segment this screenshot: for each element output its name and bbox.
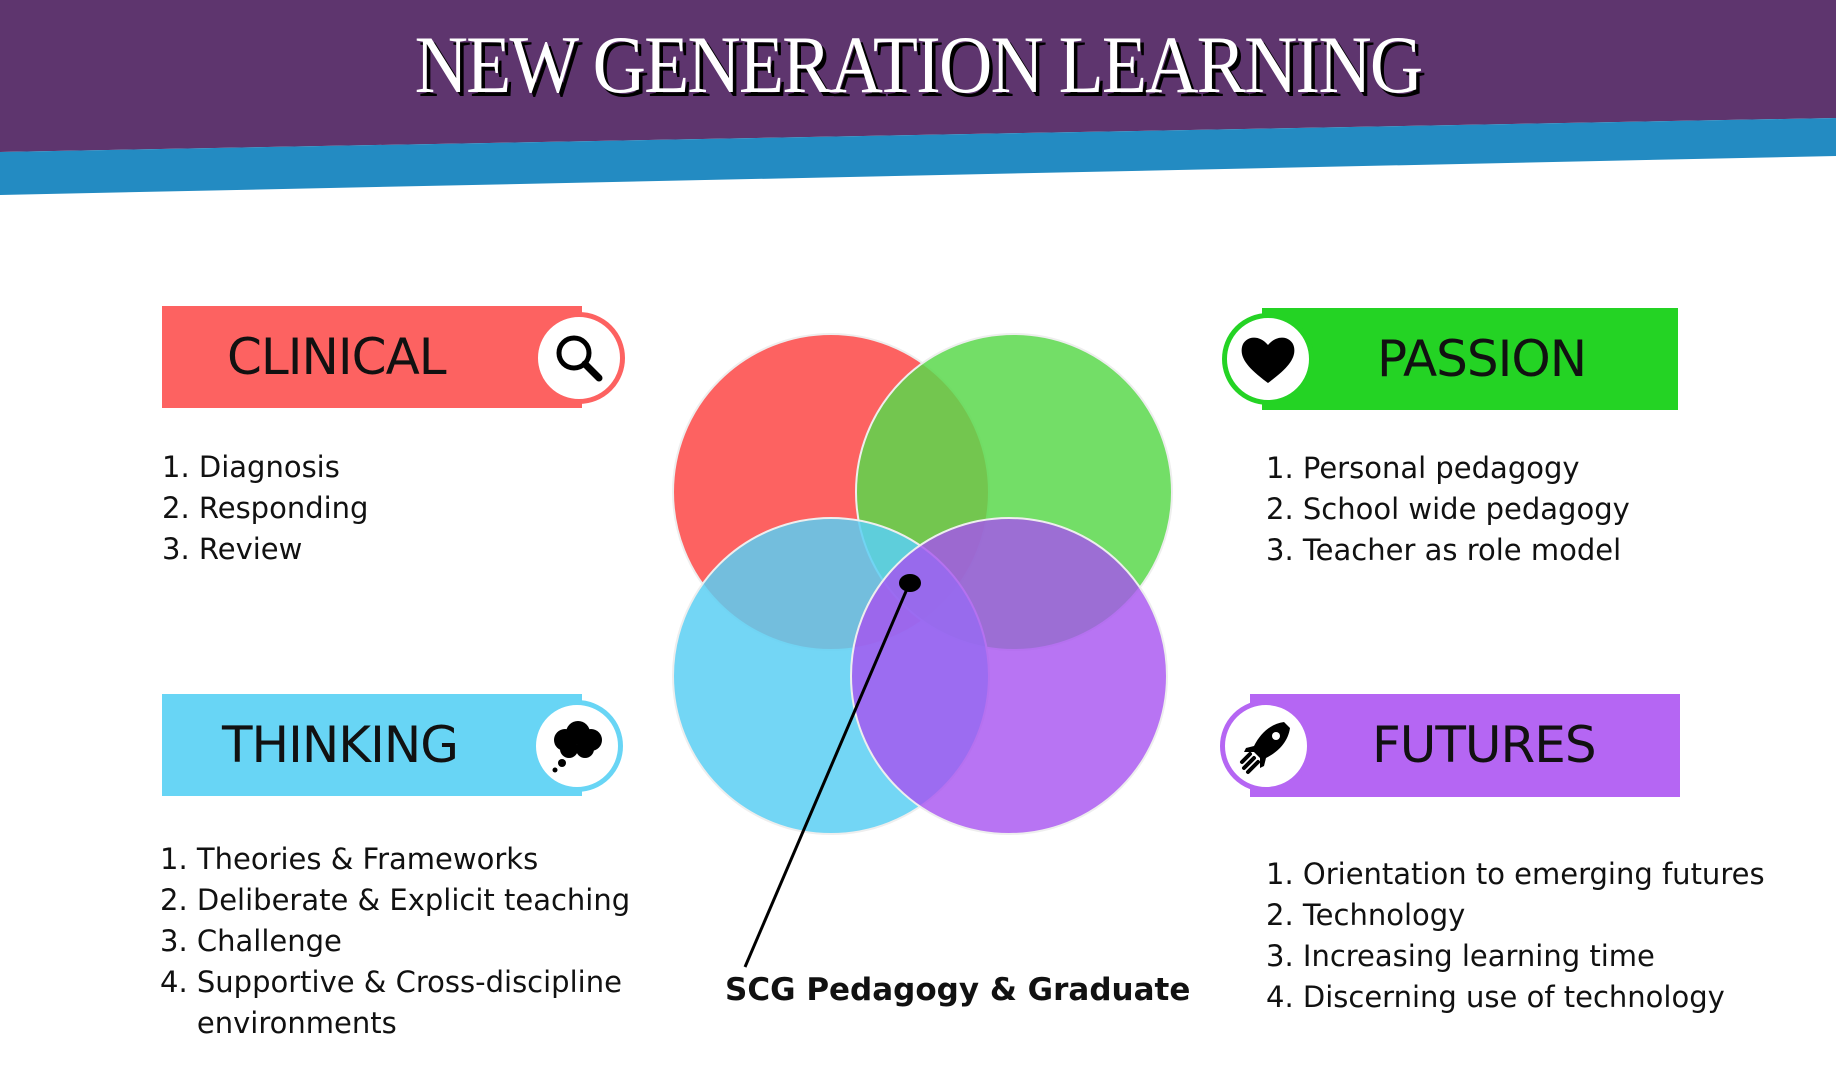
- list-item: 1. Theories & Frameworks: [160, 842, 539, 876]
- list-item: 3. Increasing learning time: [1266, 939, 1655, 973]
- list-item: 2. Responding: [162, 491, 369, 525]
- list-item: 3. Review: [162, 532, 303, 566]
- clinical-label: CLINICAL: [227, 328, 447, 386]
- thinking-header: THINKING: [162, 694, 582, 796]
- list-item: 1. Orientation to emerging futures: [1266, 857, 1765, 891]
- venn-circle-futures: [850, 517, 1168, 835]
- passion-label: PASSION: [1377, 330, 1587, 388]
- list-item: 1. Personal pedagogy: [1266, 451, 1580, 485]
- futures-header: FUTURES: [1250, 694, 1680, 797]
- list-item: environments: [160, 1006, 397, 1040]
- rocket-icon: [1220, 700, 1312, 792]
- pointer-dot: [899, 574, 921, 592]
- list-item: 2. School wide pedagogy: [1266, 492, 1630, 526]
- futures-label: FUTURES: [1372, 716, 1597, 774]
- passion-header: PASSION: [1262, 308, 1678, 410]
- header-banner: [0, 0, 1836, 195]
- list-item: 4. Supportive & Cross-discipline: [160, 965, 622, 999]
- list-item: 2. Deliberate & Explicit teaching: [160, 883, 631, 917]
- list-item: 3. Teacher as role model: [1266, 533, 1622, 567]
- heart-icon: [1222, 313, 1314, 405]
- pointer-line: [743, 581, 912, 968]
- list-item: 2. Technology: [1266, 898, 1466, 932]
- list-item: 3. Challenge: [160, 924, 342, 958]
- center-label: SCG Pedagogy & Graduate: [725, 972, 1191, 1008]
- thinking-label: THINKING: [222, 716, 459, 774]
- list-item: 4. Discerning use of technology: [1266, 980, 1725, 1014]
- futures-list: 1. Orientation to emerging futures 2. Te…: [1266, 854, 1765, 1018]
- clinical-list: 1. Diagnosis 2. Responding 3. Review: [162, 447, 368, 570]
- thought-cloud-icon: [531, 700, 623, 792]
- list-item: 1. Diagnosis: [162, 450, 340, 484]
- page-title: NEW GENERATION LEARNING: [414, 19, 1423, 110]
- thinking-list: 1. Theories & Frameworks 2. Deliberate &…: [160, 839, 630, 1044]
- passion-list: 1. Personal pedagogy 2. School wide peda…: [1266, 448, 1630, 571]
- magnifier-icon: [533, 312, 625, 404]
- clinical-header: CLINICAL: [162, 306, 582, 408]
